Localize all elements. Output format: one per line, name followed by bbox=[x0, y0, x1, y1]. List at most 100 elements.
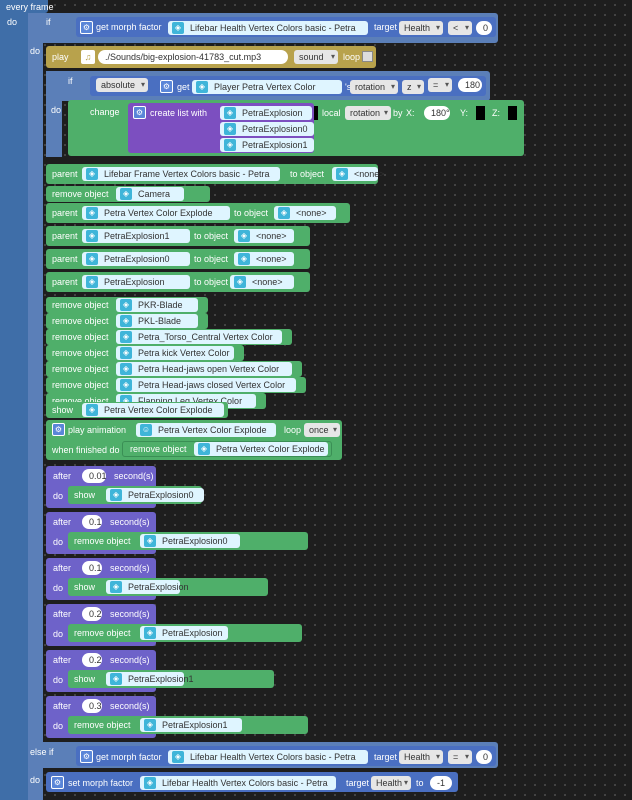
list-item[interactable]: ◈PetraExplosion1 bbox=[220, 138, 314, 152]
remove-finish-object-slot[interactable]: ◈Petra Vertex Color Explode bbox=[194, 442, 328, 456]
object-name: PetraExplosion1 bbox=[104, 231, 170, 241]
morph-object-slot[interactable]: ◈Lifebar Health Vertex Colors basic - Pe… bbox=[168, 750, 368, 764]
operator-dropdown[interactable]: < bbox=[448, 21, 472, 35]
create-list-label: create list with bbox=[150, 108, 208, 118]
seconds-unit-label: second(s) bbox=[110, 517, 150, 527]
remove-object-slot[interactable]: ◈Petra Head-jaws closed Vertex Color bbox=[116, 378, 296, 392]
object-name: Lifebar Frame Vertex Colors basic - Petr… bbox=[104, 169, 270, 179]
rotation-object-slot[interactable]: ◈Player Petra Vertex Color bbox=[192, 80, 342, 94]
compare-dropdown[interactable]: = bbox=[428, 78, 452, 92]
set-value-field[interactable]: -1 bbox=[430, 776, 452, 790]
object-name: PetraExplosion bbox=[104, 277, 165, 287]
play-animation-label: play animation bbox=[68, 425, 127, 435]
parent-object-slot[interactable]: ◈PetraExplosion0 bbox=[82, 252, 190, 266]
remove-label: remove object bbox=[52, 396, 109, 406]
object-name: PKR-Blade bbox=[138, 300, 183, 310]
cube-icon: ◈ bbox=[196, 81, 208, 93]
y-value-field[interactable] bbox=[476, 106, 485, 120]
parent-object-slot[interactable]: ◈Lifebar Frame Vertex Colors basic - Pet… bbox=[82, 167, 280, 181]
gear-icon[interactable]: ⚙ bbox=[51, 776, 64, 789]
cube-icon: ◈ bbox=[120, 363, 132, 375]
timer-object-slot[interactable]: ◈PetraExplosion1 bbox=[140, 718, 242, 732]
loop-label: loop bbox=[343, 52, 361, 62]
loop-checkbox[interactable] bbox=[362, 51, 373, 62]
morph-object-slot[interactable]: ◈Lifebar Health Vertex Colors basic - Pe… bbox=[168, 21, 368, 35]
parent-object-slot[interactable]: ◈PetraExplosion1 bbox=[82, 229, 190, 243]
cube-icon: ◈ bbox=[144, 535, 156, 547]
after-label: after bbox=[53, 701, 72, 711]
parent-target-slot[interactable]: ◈<none> bbox=[234, 252, 294, 266]
after-label: after bbox=[53, 563, 72, 573]
sound-kind-dropdown[interactable]: sound bbox=[294, 50, 338, 64]
set-morph-label: set morph factor bbox=[68, 778, 134, 788]
cube-icon: ◈ bbox=[120, 347, 132, 359]
cube-icon: ◈ bbox=[86, 404, 98, 416]
axis-dropdown[interactable]: z bbox=[402, 80, 424, 94]
seconds-field[interactable]: 0.1 bbox=[82, 561, 102, 575]
sound-path-field[interactable]: ./Sounds/big-explosion-41783_cut.mp3 bbox=[98, 50, 288, 64]
target-dropdown[interactable]: Health bbox=[399, 21, 443, 35]
animation-object-slot[interactable]: ☺Petra Vertex Color Explode bbox=[136, 423, 276, 437]
seconds-field[interactable]: 0.1 bbox=[82, 515, 102, 529]
remove-object-slot[interactable]: ◈PKL-Blade bbox=[116, 314, 198, 328]
y-label: Y: bbox=[460, 108, 469, 118]
if-block[interactable] bbox=[28, 13, 43, 800]
show-object-slot[interactable]: ◈Petra Vertex Color Explode bbox=[82, 403, 224, 417]
gear-icon[interactable]: ⚙ bbox=[160, 80, 173, 93]
remove-label: remove object bbox=[52, 316, 109, 326]
music-note-icon: ♫ bbox=[81, 50, 95, 64]
remove-object-slot[interactable]: ◈Petra Head-jaws open Vertex Color bbox=[116, 362, 292, 376]
parent-target-slot[interactable]: ◈<none> bbox=[234, 229, 294, 243]
when-finished-label: when finished do bbox=[52, 445, 120, 455]
x-value-field[interactable]: 180° bbox=[424, 106, 450, 120]
property-dropdown[interactable]: rotation bbox=[350, 80, 398, 94]
seconds-field[interactable]: 0.2 bbox=[82, 653, 102, 667]
remove-object-slot[interactable]: ◈PKR-Blade bbox=[116, 298, 198, 312]
parent-object-slot[interactable]: ◈Petra Vertex Color Explode bbox=[82, 206, 230, 220]
object-name: PetraExplosion1 bbox=[128, 674, 194, 684]
mode-dropdown[interactable]: absolute bbox=[96, 78, 148, 92]
change-property-dropdown[interactable]: rotation bbox=[345, 106, 391, 120]
timer-object-slot[interactable]: ◈PetraExplosion1 bbox=[106, 672, 194, 686]
timer-object-slot[interactable]: ◈PetraExplosion0 bbox=[140, 534, 240, 548]
cube-icon: ◈ bbox=[224, 139, 236, 151]
operator-dropdown[interactable]: = bbox=[448, 750, 472, 764]
gear-icon[interactable]: ⚙ bbox=[133, 106, 146, 119]
timer-object-slot[interactable]: ◈PetraExplosion0 bbox=[106, 488, 204, 502]
rotation-value-field[interactable]: 180 bbox=[458, 78, 482, 92]
remove-object-slot[interactable]: ◈Petra_Torso_Central Vertex Color bbox=[116, 330, 282, 344]
value-field[interactable]: 0 bbox=[476, 21, 492, 35]
object-name: PetraExplosion1 bbox=[162, 720, 228, 730]
parent-target-slot[interactable]: ◈<none> bbox=[230, 275, 294, 289]
every-frame-block[interactable] bbox=[0, 0, 30, 800]
z-value-field[interactable] bbox=[508, 106, 517, 120]
event-label: every frame bbox=[6, 2, 54, 12]
seconds-field[interactable]: 0.3 bbox=[82, 699, 102, 713]
value-field[interactable]: 0 bbox=[476, 750, 492, 764]
timer-object-slot[interactable]: ◈PetraExplosion bbox=[140, 626, 228, 640]
gear-icon[interactable]: ⚙ bbox=[52, 423, 65, 436]
seconds-field[interactable]: 0.2 bbox=[82, 607, 102, 621]
timer-do-label: do bbox=[53, 721, 64, 731]
timer-do-label: do bbox=[53, 675, 64, 685]
timer-action-label: show bbox=[74, 490, 96, 500]
set-target-dropdown[interactable]: Health bbox=[371, 776, 411, 790]
parent-target-slot[interactable]: ◈<none> bbox=[332, 167, 385, 181]
parent-target-slot[interactable]: ◈<none> bbox=[274, 206, 336, 220]
cube-icon: ◈ bbox=[278, 207, 290, 219]
timer-object-slot[interactable]: ◈PetraExplosion bbox=[106, 580, 189, 594]
camera-object-slot[interactable]: ◈Camera bbox=[116, 187, 184, 201]
every-frame-header[interactable] bbox=[0, 0, 48, 13]
list-item[interactable]: ◈PetraExplosion bbox=[220, 106, 312, 120]
gear-icon[interactable]: ⚙ bbox=[80, 21, 93, 34]
target-dropdown[interactable]: Health bbox=[399, 750, 443, 764]
parent-object-slot[interactable]: ◈PetraExplosion bbox=[82, 275, 190, 289]
cube-icon: ◈ bbox=[120, 188, 132, 200]
anim-loop-dropdown[interactable]: once bbox=[304, 423, 340, 437]
list-item[interactable]: ◈PetraExplosion0 bbox=[220, 122, 314, 136]
gear-icon[interactable]: ⚙ bbox=[80, 750, 93, 763]
remove-object-slot[interactable]: ◈Petra kick Vertex Color bbox=[116, 346, 234, 360]
seconds-field[interactable]: 0.01 bbox=[82, 469, 107, 483]
set-morph-object-slot[interactable]: ◈Lifebar Health Vertex Colors basic - Pe… bbox=[140, 776, 336, 790]
timer-do-label: do bbox=[53, 537, 64, 547]
